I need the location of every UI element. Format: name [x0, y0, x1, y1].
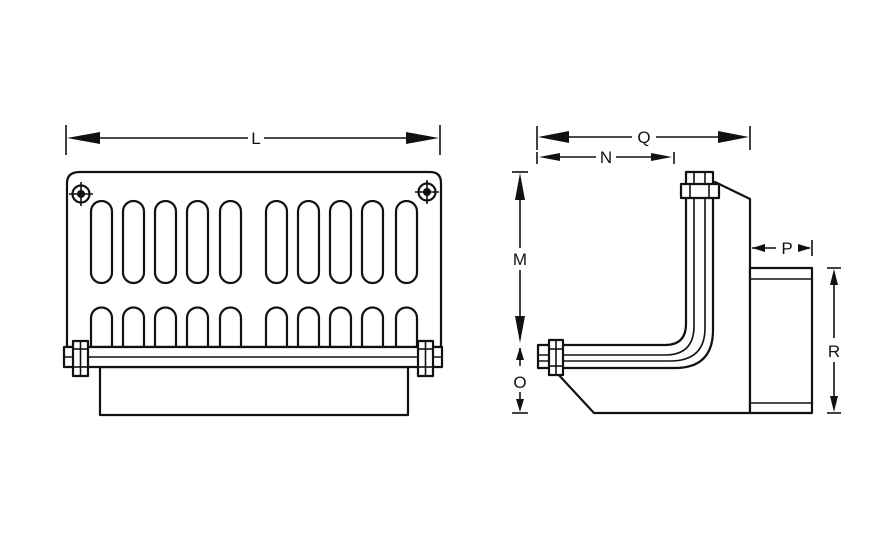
- front-bottom-box: [98, 365, 410, 417]
- front-bottom-left-bolt: [71, 339, 90, 378]
- front-top-slots: [89, 199, 419, 285]
- front-bottom-right-bolt: [416, 339, 435, 378]
- dimension-r-label: R: [828, 342, 840, 361]
- top-slot: [185, 199, 210, 285]
- side-view: Q N M O: [512, 126, 841, 415]
- front-view: L: [62, 125, 444, 417]
- dimension-p: P: [752, 239, 813, 258]
- top-slot: [328, 199, 353, 285]
- bottom-slot: [218, 306, 243, 349]
- bottom-slot: [121, 306, 146, 349]
- dimension-n-label: N: [600, 148, 612, 167]
- top-slot: [218, 199, 243, 285]
- side-housing: [554, 180, 752, 415]
- top-slot: [89, 199, 114, 285]
- bottom-slot: [89, 306, 114, 349]
- bottom-slot: [153, 306, 178, 349]
- bottom-slot: [296, 306, 321, 349]
- dimension-q: Q: [536, 126, 751, 150]
- side-top-bolt: [679, 182, 721, 200]
- bottom-slot: [185, 306, 210, 349]
- dimension-r: R: [827, 267, 841, 414]
- top-slot: [121, 199, 146, 285]
- dimension-p-label: P: [781, 239, 792, 258]
- top-slot: [394, 199, 419, 285]
- bottom-slot: [264, 306, 289, 349]
- dimension-l-label: L: [251, 129, 260, 148]
- dimension-n: N: [536, 148, 675, 167]
- bottom-slot: [394, 306, 419, 349]
- top-slot: [360, 199, 385, 285]
- top-slot: [153, 199, 178, 285]
- dimension-m-label: M: [513, 250, 527, 269]
- side-right-box: [748, 266, 814, 415]
- bottom-slot: [328, 306, 353, 349]
- top-slot: [264, 199, 289, 285]
- side-left-bolt: [547, 338, 565, 377]
- bottom-slot: [360, 306, 385, 349]
- dimension-m: M: [512, 171, 528, 343]
- top-slot: [296, 199, 321, 285]
- dimension-q-label: Q: [637, 128, 650, 147]
- dimension-l: L: [65, 125, 441, 155]
- dimension-o: O: [512, 347, 528, 414]
- dimension-o-label: O: [513, 373, 526, 392]
- front-top-left-bolt: [69, 182, 93, 206]
- front-top-right-bolt: [415, 180, 439, 204]
- front-bottom-slots: [89, 306, 419, 349]
